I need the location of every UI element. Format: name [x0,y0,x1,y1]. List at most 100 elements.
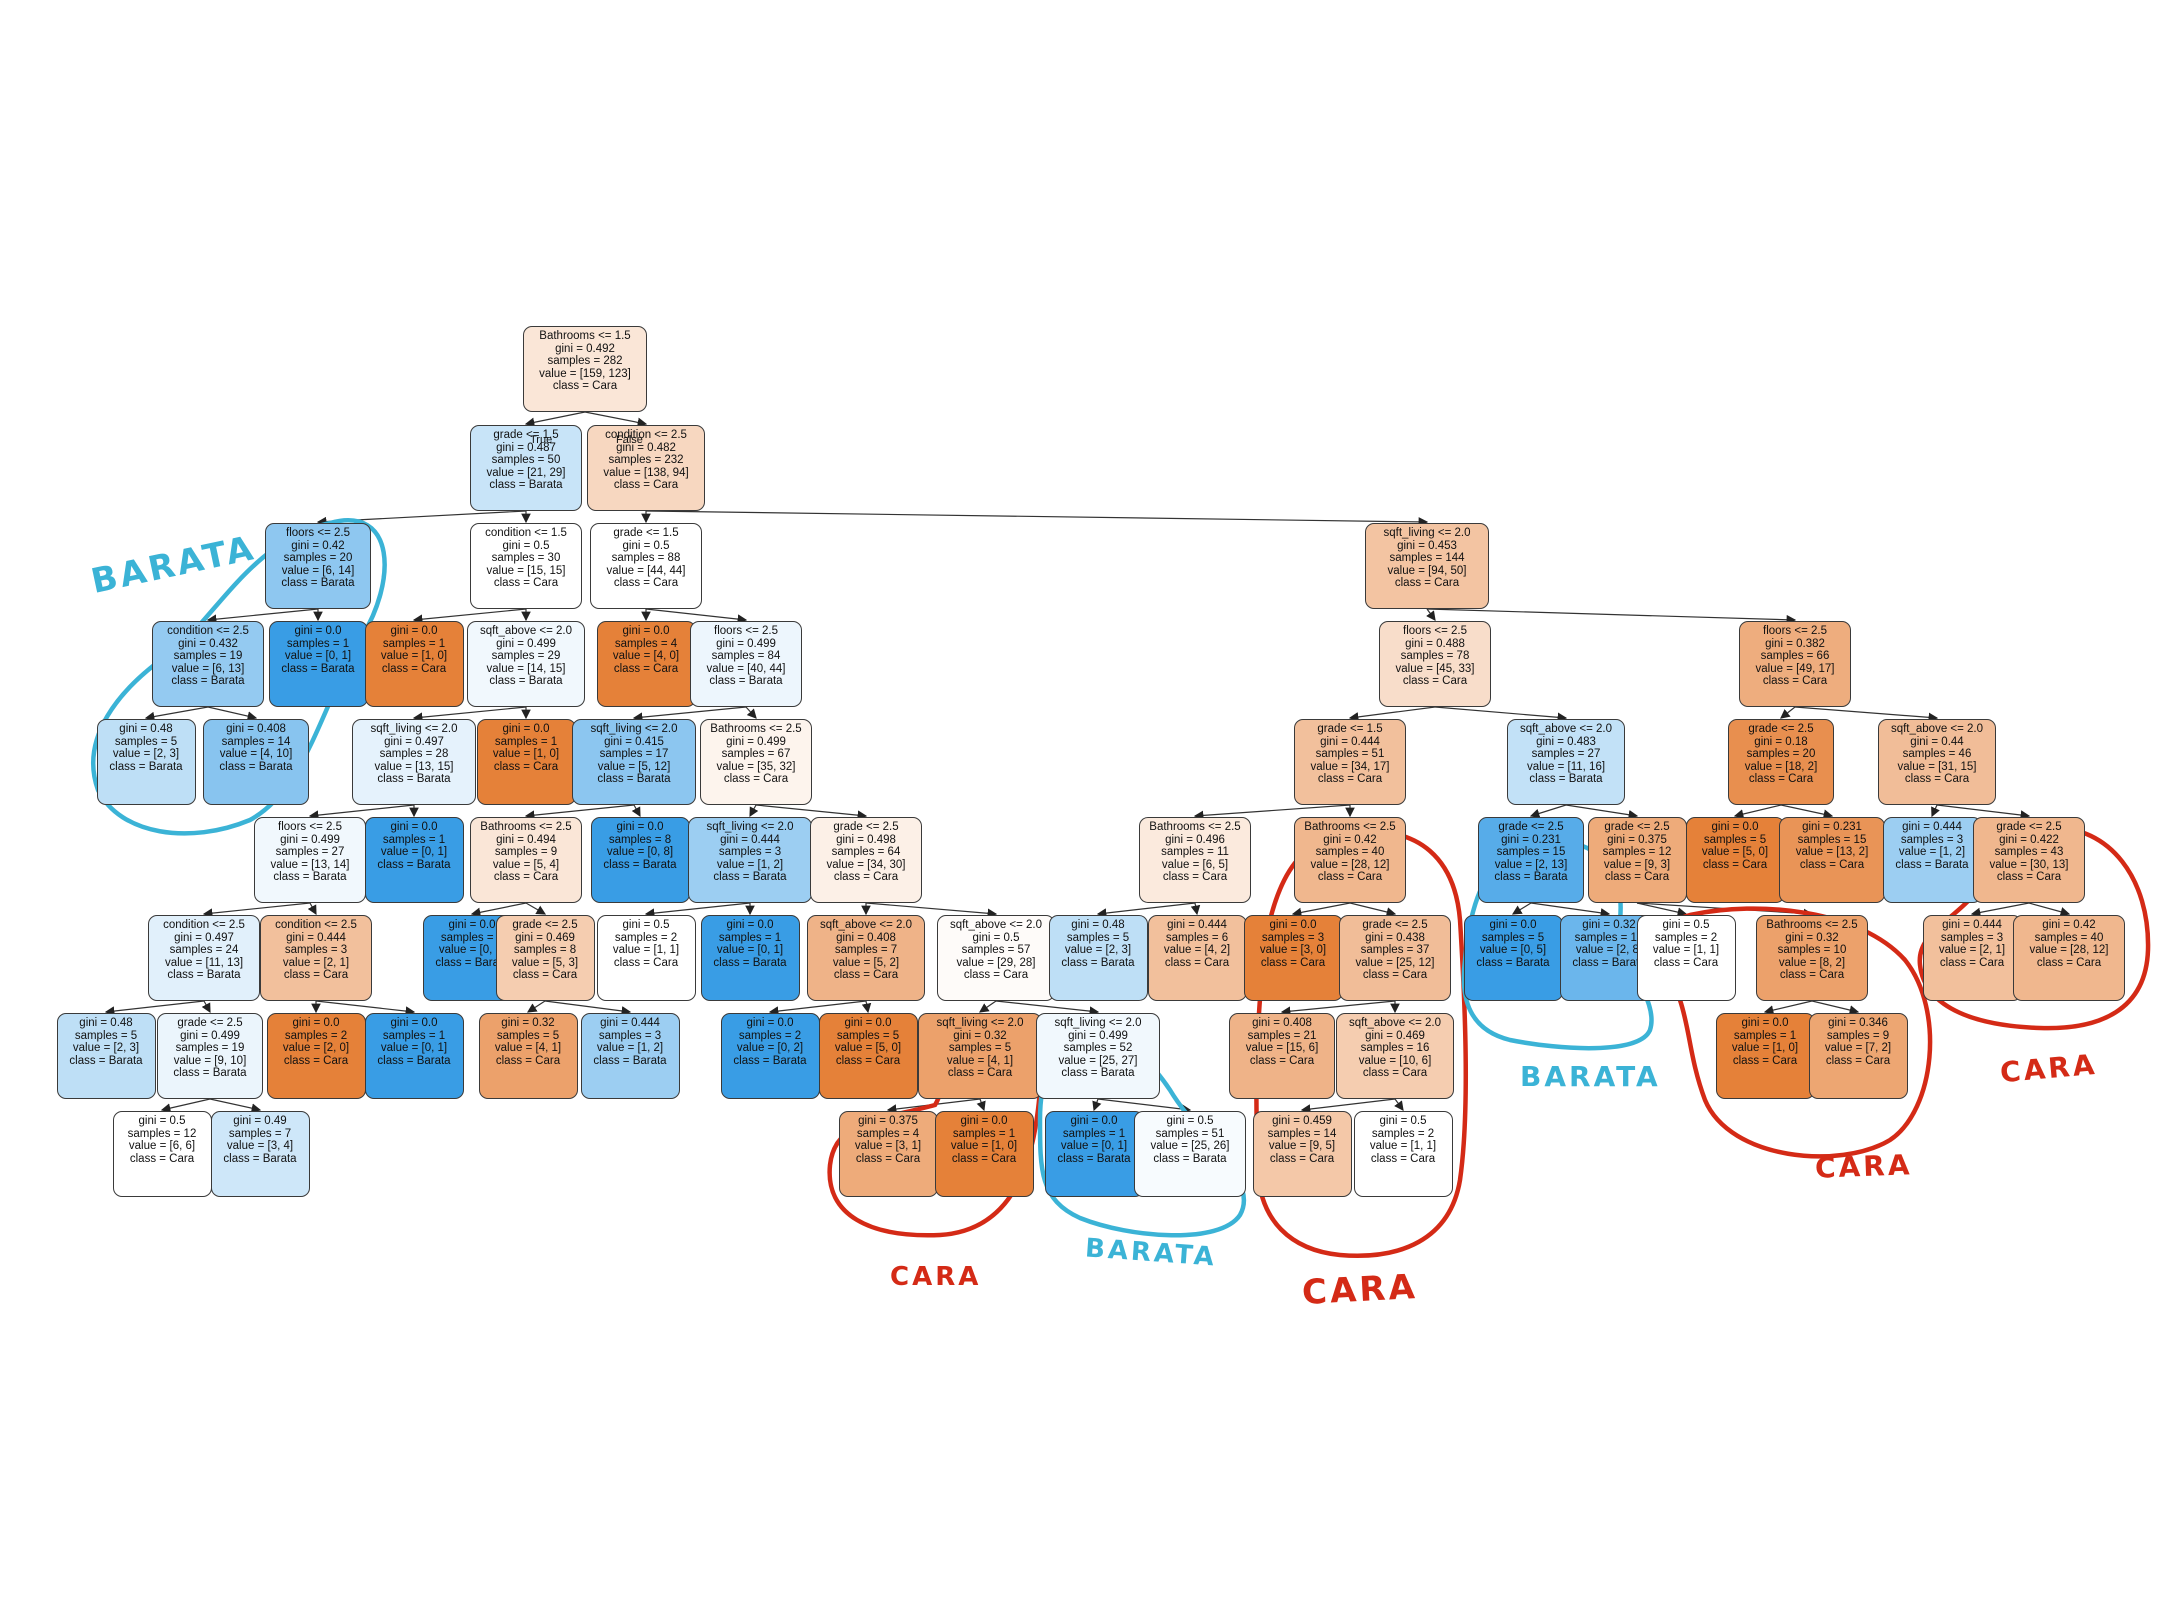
node-line: class = Cara [1996,871,2062,884]
node-line: floors <= 2.5 [1763,625,1827,637]
annotation-circle-barata-center [1037,1035,1247,1238]
tree-edge [524,804,635,820]
node-line: samples = 40 [1315,846,1385,859]
node-line: floors <= 2.5 [1403,625,1467,637]
node-line: class = Cara [1799,858,1865,871]
node-line: gini = 0.231 [1501,833,1561,846]
node-line: samples = 1 [1062,1127,1126,1140]
node-line: class = Cara [613,577,679,590]
node-line: samples = 24 [169,944,239,957]
node-line: class = Cara [1317,773,1383,786]
node-line: class = Barata [593,1054,667,1067]
node-line: class = Cara [1779,969,1845,982]
node-line: sqft_living <= 2.0 [936,1017,1024,1029]
node-line: gini = 0.32 [1582,919,1636,931]
node-line: class = Cara [1653,956,1719,969]
node-line: floors <= 2.5 [714,625,778,637]
node-line: gini = 0.408 [226,723,286,735]
node-line: gini = 0.499 [726,735,786,748]
node-line: value = [35, 32] [716,760,796,773]
node-line: condition <= 2.5 [163,919,245,931]
node-line: condition <= 2.5 [605,429,687,441]
node-line: samples = 1 [286,637,350,650]
node-line: gini = 0.408 [836,931,896,944]
node-line: samples = 5 [74,1029,138,1042]
node-line: class = Barata [171,675,245,688]
node-line: value = [2, 1] [282,956,350,969]
node-line: gini = 0.5 [1166,1115,1214,1127]
tree-edge [995,1000,1100,1016]
node-line: grade <= 2.5 [177,1017,243,1029]
tree-edge [315,1000,416,1016]
node-line: value = [2, 0] [282,1042,350,1055]
tree-edge [1931,804,1940,818]
node-line: floors <= 2.5 [278,821,342,833]
node-line: class = Barata [597,773,671,786]
node-line: value = [2, 3] [112,748,180,761]
node-line: gini = 0.0 [390,1017,438,1029]
node-line: value = [8, 2] [1778,956,1846,969]
node-line: gini = 0.0 [746,1017,794,1029]
tree-edge [645,608,748,624]
tree-edge [201,1000,211,1014]
node-line: gini = 0.375 [858,1115,918,1127]
node-line: value = [34, 30] [826,858,906,871]
node-line: value = [3, 4] [226,1140,294,1153]
node-line: value = [0, 8] [606,846,674,859]
node-line: class = Cara [613,662,679,675]
node-line: class = Barata [1494,871,1568,884]
node-line: gini = 0.432 [178,637,238,650]
node-line: value = [1, 1] [1369,1140,1437,1153]
node-line: value = [1, 0] [380,650,448,663]
node-line: class = Cara [963,969,1029,982]
node-line: gini = 0.469 [515,931,575,944]
node-line: samples = 4 [614,637,678,650]
node-line: value = [14, 15] [486,662,566,675]
node-line: samples = 3 [284,944,348,957]
node-line: class = Cara [283,969,349,982]
node-line: class = Barata [713,871,787,884]
tree-edge [544,1000,632,1016]
node-line: grade <= 2.5 [1604,821,1670,833]
tree-edge [525,902,547,915]
node-line: value = [5, 0] [1701,846,1769,859]
tree-edge [631,804,641,818]
annotation-cara-right: CARA [1814,1148,1913,1185]
node-line: samples = 66 [1760,650,1830,663]
node-line: samples = 43 [1994,846,2064,859]
node-line: value = [4, 10] [219,748,293,761]
node-line: gini = 0.5 [502,539,550,552]
node-line: value = [10, 6] [1358,1054,1432,1067]
node-line: class = Barata [273,871,347,884]
node-line: class = Cara [855,1152,921,1165]
tree-edge [1434,706,1568,723]
node-line: value = [9, 5] [1268,1140,1336,1153]
node-line: class = Barata [1572,956,1646,969]
node-line: value = [9, 3] [1603,858,1671,871]
node-line: samples = 5 [1481,931,1545,944]
